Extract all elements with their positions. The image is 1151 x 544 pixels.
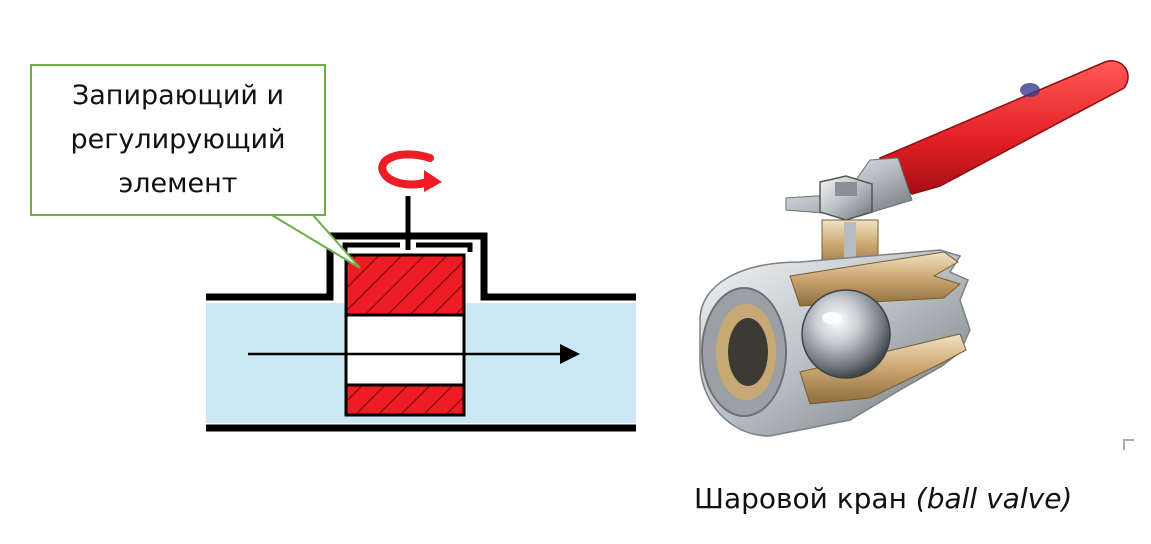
closing-element-bore xyxy=(344,313,466,387)
flow-arrow-icon xyxy=(248,344,580,364)
corner-mark xyxy=(1123,439,1134,450)
stem-nut xyxy=(819,175,873,221)
valve-ball xyxy=(801,289,891,379)
closing-element-bottom xyxy=(344,383,466,417)
valve-schematic xyxy=(206,150,636,432)
rotation-arrow-icon xyxy=(378,150,442,192)
caption-sub: (ball valve) xyxy=(915,482,1073,515)
callout-text: Запирающий и регулирующий элемент xyxy=(70,80,286,199)
caption-main: Шаровой кран xyxy=(694,482,907,515)
ball-valve-image xyxy=(699,60,1129,437)
handle-logo-icon xyxy=(1020,83,1040,97)
valve-caption: Шаровой кран (ball valve) xyxy=(694,482,1072,515)
valve-handle xyxy=(878,60,1129,195)
callout-box: Запирающий и регулирующий элемент xyxy=(30,64,326,216)
brass-cutaway-bottom xyxy=(799,333,967,405)
closing-element-top xyxy=(344,253,466,317)
callout-pointer xyxy=(266,213,361,269)
